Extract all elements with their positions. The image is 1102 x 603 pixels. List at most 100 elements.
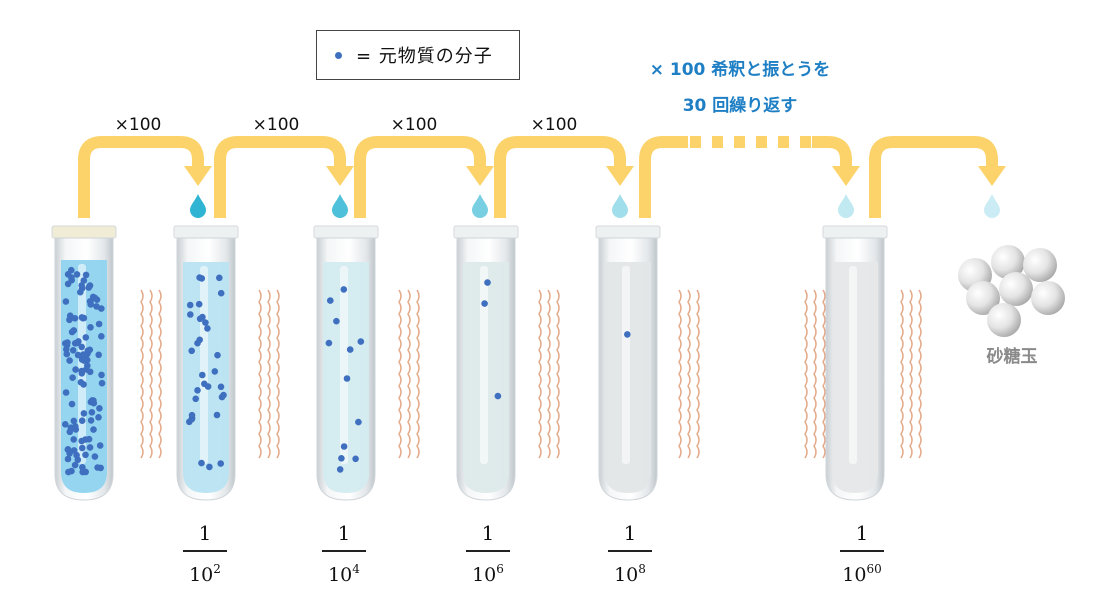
shake-wave-group [140,289,162,459]
shake-wave [158,289,162,459]
molecule-dot [79,444,86,452]
molecule-dot [338,455,345,462]
fraction-denominator: 104 [314,556,374,586]
fraction-denominator: 1060 [832,556,892,586]
fraction-base: 10 [614,563,639,586]
shake-wave [416,289,420,459]
molecule-dot [90,426,97,433]
fraction-3: 1 106 [458,520,518,586]
shake-wave [822,289,826,459]
fraction-numerator: 1 [623,521,637,545]
molecule-dot [72,366,79,373]
repeat-note: × 100 希釈と振とうを 30 回繰り返す [640,52,840,124]
molecule-dot [206,463,213,471]
shake-wave [140,289,144,459]
molecule-dot [66,357,73,364]
shake-wave [149,289,153,459]
tube-highlight [340,266,348,464]
test-tube [822,225,888,501]
molecule-dot [85,435,93,443]
molecule-dot [95,414,102,421]
arrow-dash [756,136,767,148]
shake-wave [687,289,691,459]
fraction-5: 1 1060 [832,520,892,586]
molecule-dot [186,301,194,309]
drop-icon [190,194,206,218]
molecule-dot [78,343,85,351]
molecule-dot [79,464,86,471]
tube-lip [173,225,239,239]
shake-wave [909,289,913,459]
molecule-dot [87,417,95,424]
arrow-shaft [214,136,346,218]
fraction-bar [608,550,652,552]
molecule-dot [66,450,73,457]
arrow-shaft [78,136,204,218]
molecule-dot [216,274,223,282]
tube-highlight [200,266,208,464]
molecule-dot [78,417,86,425]
molecule-dot [494,392,502,400]
molecule-dot [199,371,206,379]
molecule-dot [71,340,79,347]
sugar-ball [1031,281,1065,315]
shake-wave-group [900,289,922,459]
sugar-balls [958,245,1065,337]
arrow-head [184,166,212,186]
fraction-bar [183,550,227,552]
molecule-dot [78,367,85,375]
molecule-dot [84,347,92,355]
molecule-dot [82,334,90,341]
fraction-bar [322,550,366,552]
molecule-dot [68,266,75,274]
molecule-dot [217,383,225,391]
molecule-dot [87,301,94,308]
molecule-dot [77,379,85,386]
sugar-ball [1023,248,1057,282]
molecule-dot [63,346,70,353]
shake-wave [398,289,402,459]
drops [190,194,1000,218]
shake-wave [813,289,817,459]
tube-lip [595,225,661,239]
drop-icon [332,194,348,218]
test-tube [51,225,117,501]
shake-wave [538,289,542,459]
molecule-dot [91,453,99,460]
drop-icon [472,194,488,218]
tube-lip [453,225,519,239]
transfer-arrow [354,136,494,218]
sugar-ball-label: 砂糖玉 [986,347,1038,367]
fraction-bar [840,550,884,552]
test-tube [595,225,661,501]
molecule-dot [198,459,205,467]
arrow-head [832,166,860,186]
molecule-dot [87,324,94,331]
molecule-dot [72,423,79,430]
molecule-dot [192,395,199,403]
sugar-ball [999,272,1033,306]
molecule-dot [73,451,80,459]
molecule-dot [62,421,69,428]
shake-wave [547,289,551,459]
molecule-dot [187,311,194,318]
fraction-bar [466,550,510,552]
tube-highlight [849,266,857,464]
arrow-head [466,166,494,186]
fraction-numerator: 1 [855,521,869,545]
shake-wave [407,289,411,459]
fraction-exponent: 2 [213,561,221,576]
molecule-dot [340,286,348,293]
molecule-dot [98,371,105,379]
molecule-dot [94,464,101,471]
molecule-dot [214,351,221,359]
molecule-dot [86,368,94,376]
molecule-dot [62,389,70,396]
arrow-head [326,166,354,186]
arrow-dash [734,136,745,148]
molecule-dot [88,397,96,404]
molecule-dot [213,411,221,419]
molecule-dot [85,284,92,291]
molecule-dot [84,362,91,370]
